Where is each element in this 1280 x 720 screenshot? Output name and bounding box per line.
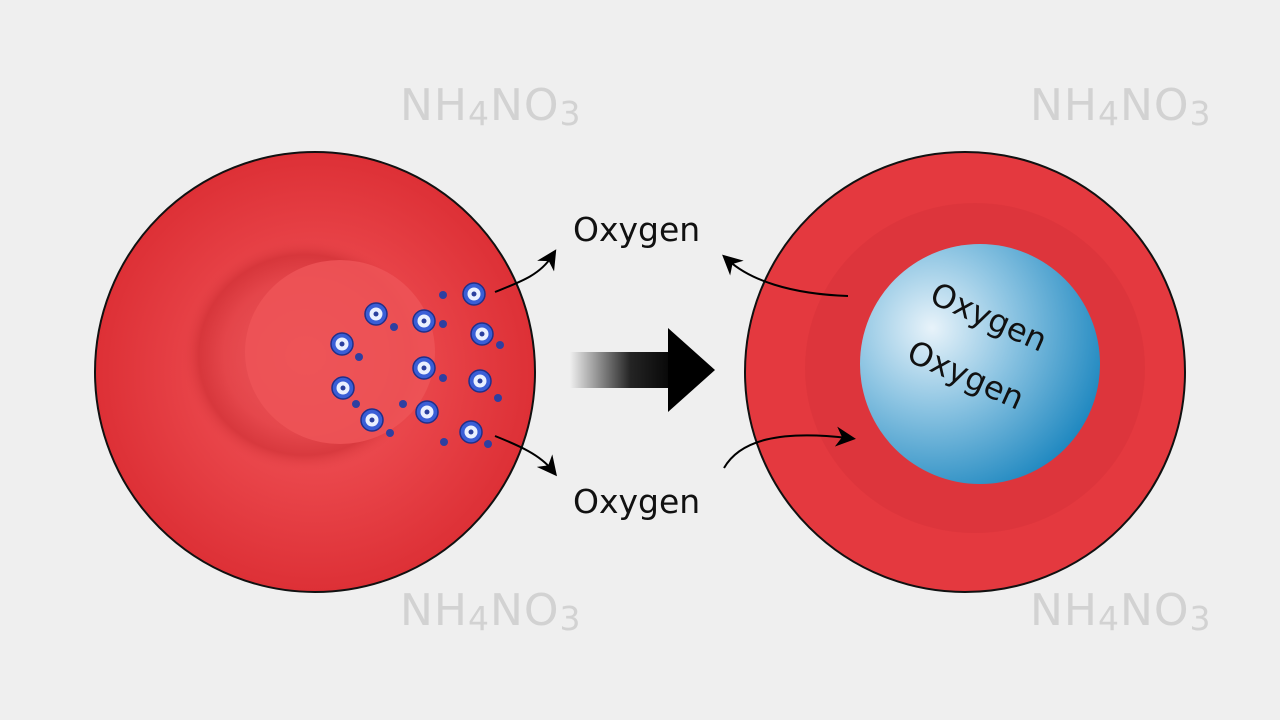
molecule-dot (355, 353, 363, 361)
right-arrow-icon (570, 328, 715, 412)
oxygen-molecule-icon (470, 322, 494, 346)
watermark-top-right: NH4NO3 (1030, 80, 1212, 133)
oxygen-molecule-icon (360, 408, 384, 432)
left-red-blood-cell (94, 151, 536, 593)
oxygen-label-bottom: Oxygen (573, 482, 701, 521)
oxygen-filled-core (860, 244, 1100, 484)
oxygen-molecule-icon (330, 332, 354, 356)
oxygen-label-top: Oxygen (573, 210, 701, 249)
oxygen-molecule-cluster (330, 282, 504, 448)
watermark-top-center: NH4NO3 (400, 80, 582, 133)
molecule-dot (496, 341, 504, 349)
left-top-curved-arrow (494, 249, 557, 293)
oxygen-molecule-icon (462, 282, 486, 306)
molecule-dot (484, 440, 492, 448)
molecule-dot (439, 320, 447, 328)
watermark-bottom-center: NH4NO3 (400, 585, 582, 638)
oxygen-molecule-icon (415, 400, 439, 424)
oxygen-molecule-icon (331, 376, 355, 400)
molecule-dot (440, 438, 448, 446)
right-top-curved-arrow (722, 254, 849, 297)
oxygen-molecule-icon (459, 420, 483, 444)
oxygen-molecule-icon (412, 356, 436, 380)
molecule-dot (390, 323, 398, 331)
molecule-dot (439, 374, 447, 382)
molecule-dot (439, 291, 447, 299)
molecule-dot (399, 400, 407, 408)
right-bottom-curved-arrow (723, 426, 856, 469)
left-bottom-curved-arrow (494, 435, 558, 477)
molecule-dot (386, 429, 394, 437)
molecule-dot (494, 394, 502, 402)
watermark-bottom-right: NH4NO3 (1030, 585, 1212, 638)
oxygen-molecule-icon (412, 309, 436, 333)
oxygen-molecule-icon (468, 369, 492, 393)
right-red-blood-cell (744, 151, 1186, 593)
molecule-dot (352, 400, 360, 408)
oxygen-molecule-icon (364, 302, 388, 326)
